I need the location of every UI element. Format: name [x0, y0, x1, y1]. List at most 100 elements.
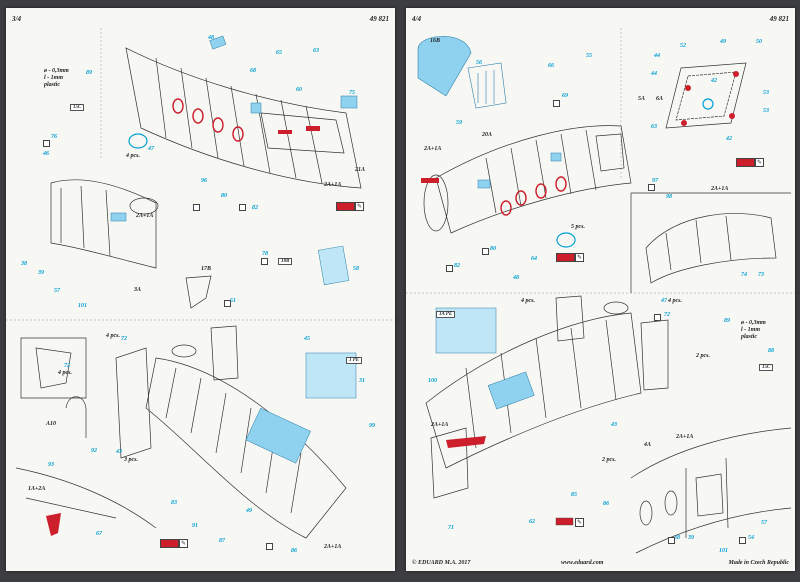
assembly-label: 16B — [430, 38, 441, 44]
step-checkbox — [193, 204, 200, 211]
part-label: 51 — [230, 298, 236, 304]
part-label: 75 — [349, 90, 355, 96]
step-checkbox — [266, 543, 273, 550]
instruction-page-right: 4/4 49 821 — [406, 8, 795, 571]
part-label: 89 — [724, 318, 730, 324]
step-checkbox — [553, 100, 560, 107]
quantity-note: 3 pcs. — [124, 457, 138, 463]
step-checkbox — [239, 204, 246, 211]
page-number: 3/4 — [12, 15, 21, 23]
plastic-part-tag: 1A PE — [436, 311, 456, 318]
instruction-page-left: 3/4 49 821 — [6, 8, 395, 571]
part-label: 89 — [86, 70, 92, 76]
paint-color-swatch — [556, 253, 575, 262]
copyright-footer: © EDUARD M.A. 2017 — [412, 560, 471, 566]
part-label: 82 — [454, 263, 460, 269]
quantity-note: 5 pcs. — [571, 224, 585, 230]
paint-brush-icon: ✎ — [355, 202, 364, 211]
origin-footer: Made in Czech Republic — [728, 560, 789, 566]
step-checkbox — [654, 314, 661, 321]
part-label: 66 — [548, 63, 554, 69]
part-label: 31 — [359, 378, 365, 384]
rod-material: plastic — [741, 334, 757, 340]
assembly-label: 6A — [656, 96, 664, 102]
rod-material: plastic — [44, 82, 60, 88]
part-label: 87 — [219, 538, 225, 544]
assembly-label: 20A — [482, 132, 493, 138]
part-label: 53 — [763, 108, 769, 114]
assembly-label: 2A+1A — [711, 186, 729, 192]
step-checkbox — [446, 265, 453, 272]
step-checkbox — [224, 300, 231, 307]
part-label: 44 — [651, 71, 657, 77]
quantity-note: 4 pcs. — [521, 298, 535, 304]
quantity-note: 4 pcs. — [126, 153, 140, 159]
part-label: 38 — [21, 261, 27, 267]
assembly-label: 5A — [638, 96, 646, 102]
rod-diameter: ø - 0,3mm — [741, 320, 766, 326]
part-label: 43 — [611, 422, 617, 428]
part-label: 50 — [756, 39, 762, 45]
assembly-label: 2A+1A — [424, 146, 442, 152]
part-label: 48 — [208, 35, 214, 41]
assembly-label: 4A — [644, 442, 652, 448]
paint-color-swatch — [336, 202, 355, 211]
part-label: 57 — [54, 288, 60, 294]
part-label: 69 — [562, 93, 568, 99]
part-label: 83 — [171, 500, 177, 506]
step-checkbox — [739, 537, 746, 544]
part-label: 86 — [291, 548, 297, 554]
part-label: 49 — [720, 39, 726, 45]
part-label: 99 — [369, 423, 375, 429]
assembly-label: 21A — [355, 167, 366, 173]
plastic-part-tag: 18B — [278, 258, 293, 265]
part-label: 55 — [586, 53, 592, 59]
part-label: 59 — [456, 120, 462, 126]
rod-diameter: ø - 0,3mm — [44, 68, 69, 74]
assembly-label: 2A+1A — [324, 182, 342, 188]
part-label: 46 — [43, 151, 49, 157]
assembly-label: 17B — [201, 266, 212, 272]
part-label: 39 — [688, 535, 694, 541]
part-label: 48 — [513, 275, 519, 281]
quantity-note: 4 pcs. — [668, 298, 682, 304]
part-label: 38 — [674, 535, 680, 541]
part-label: 64 — [531, 256, 537, 262]
part-label: 80 — [490, 246, 496, 252]
part-label: 42 — [726, 136, 732, 142]
part-label: 68 — [250, 68, 256, 74]
part-label: 93 — [48, 462, 54, 468]
part-label: 57 — [761, 520, 767, 526]
page-number: 4/4 — [412, 15, 421, 23]
assembly-label: 2A+1A — [676, 434, 694, 440]
rod-spec: ø - 0,3mm l - 1mm plastic — [741, 320, 766, 341]
assembly-drawing-left — [6, 28, 395, 539]
part-label: 63 — [651, 124, 657, 130]
quantity-note: 2 pcs. — [696, 353, 710, 359]
quantity-note: 4 pcs. — [58, 370, 72, 376]
part-label: 78 — [262, 251, 268, 257]
part-label: 49 — [246, 508, 252, 514]
plastic-part-tag: 15C — [759, 364, 774, 371]
part-label: 47 — [661, 298, 667, 304]
part-label: 56 — [476, 60, 482, 66]
part-label: 100 — [428, 378, 437, 384]
step-checkbox — [43, 140, 50, 147]
part-label: 96 — [201, 178, 207, 184]
part-label: 72 — [664, 312, 670, 318]
part-label: 91 — [192, 523, 198, 529]
website-footer: www.eduard.com — [561, 560, 604, 566]
rod-spec: ø - 0,3mm l - 1mm plastic — [44, 68, 69, 89]
part-label: 60 — [296, 87, 302, 93]
paint-brush-icon: ✎ — [179, 539, 188, 548]
part-label: 71 — [448, 525, 454, 531]
part-label: 73 — [758, 272, 764, 278]
part-label: 62 — [529, 519, 535, 525]
part-label: 76 — [51, 134, 57, 140]
part-label: 85 — [571, 492, 577, 498]
paint-color-swatch — [160, 539, 179, 548]
part-label: 43 — [116, 449, 122, 455]
paint-color-swatch — [736, 158, 755, 167]
part-label: 88 — [768, 348, 774, 354]
